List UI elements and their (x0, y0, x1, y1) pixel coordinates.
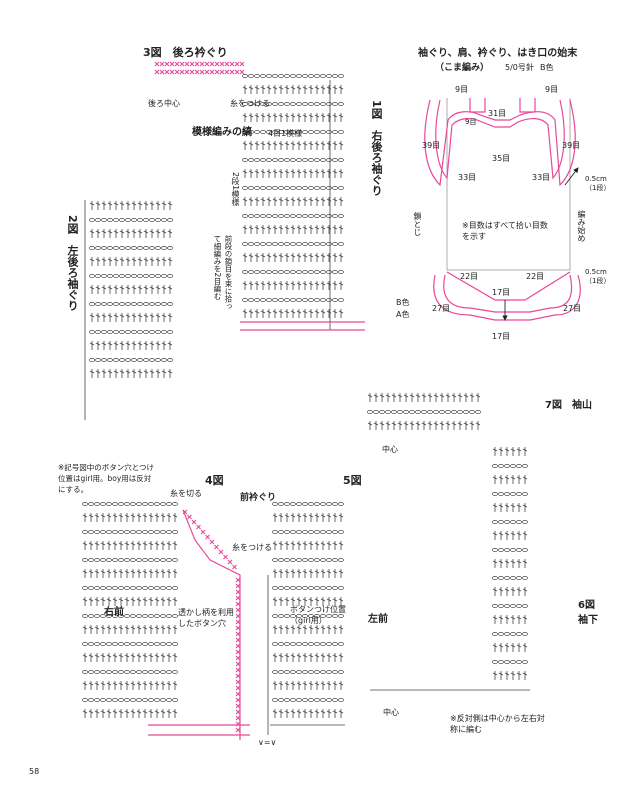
edging-dim-2: 0.5cm（1段） (585, 268, 611, 285)
fig6-note: ※反対側は中心から左右対称に編む (450, 714, 545, 734)
edging-count-1: 9目 (455, 85, 469, 94)
fig7-title: 7図 袖山 (545, 400, 592, 411)
fig2-left-back-chart (84, 200, 173, 420)
fig1-color-a: A色 (396, 310, 410, 319)
fig7-center: 中心 (382, 445, 398, 454)
fig4-right-front: 右前 (104, 607, 124, 618)
edging-title: 袖ぐり、肩、衿ぐり、はき口の始末 (418, 48, 578, 59)
edging-start: 編み始め (577, 210, 586, 242)
fig3-title: 3図 後ろ衿ぐり (143, 46, 228, 59)
edging-count-12: 17目 (492, 288, 511, 297)
edging-subtitle: （こま編み） (435, 63, 490, 73)
edging-note: ※目数はすべて拾い目数を示す (462, 221, 548, 241)
fig1-row-repeat: 2段1模様 (231, 172, 240, 207)
fig1-back-chart (154, 61, 365, 331)
page-number: 58 (29, 767, 40, 776)
edging-count-14: 27目 (432, 304, 451, 313)
edging-count-3: 9目 (545, 85, 559, 94)
fig1-color-b: B色 (396, 298, 410, 307)
fig4-subtitle: 前衿ぐり (240, 493, 277, 503)
fig1-note: 前段の鎖目を束に拾って細編みを2目編む (213, 235, 233, 310)
edging-count-4: 9目 (465, 118, 477, 126)
fig4-buttonhole: 透かし柄を利用したボタン穴 (178, 608, 234, 628)
fig5-button-pos: ボタンつけ位置（girl用） (290, 605, 346, 625)
fig4-note: ※記号図中のボタン穴とつけ位置はgirl用。boy用は反対にする。 (58, 463, 154, 494)
edging-count-5: 39目 (422, 141, 441, 150)
edging-count-11: 22目 (526, 272, 545, 281)
fig6-center: 中心 (383, 708, 399, 717)
edging-color: B色 (540, 63, 554, 72)
symbol-legend: ∨=∨ (258, 738, 277, 747)
fig2-title: 2図 左後ろ袖ぐり (66, 215, 79, 311)
edging-count-6: 39目 (562, 141, 581, 150)
edging-schematic (424, 98, 581, 321)
fig4-attach-yarn: 糸をつける (232, 543, 272, 552)
fig5-left-front-chart (267, 502, 345, 735)
fig4-cut-yarn: 糸を切る (170, 489, 202, 498)
fig1-repeat-label: 4目1模様 (268, 129, 303, 138)
fig4-right-front-chart (82, 502, 250, 740)
edging-count-15: 27目 (563, 304, 582, 313)
edging-count-10: 22目 (460, 272, 479, 281)
edging-count-13: 17目 (492, 332, 511, 341)
edging-count-2: 31目 (488, 109, 507, 118)
edging-chain-edge: 鎖とじ (413, 212, 422, 236)
fig4-title: 4図 (205, 474, 224, 487)
edging-count-8: 33目 (458, 173, 477, 182)
fig5-title: 5図 (343, 474, 362, 487)
fig1-pattern-label: 模様編みの縞 (192, 127, 252, 138)
fig3-center-label: 後ろ中心 (148, 99, 180, 108)
fig3-attach-yarn: 糸をつける (230, 99, 270, 108)
fig5-left-front: 左前 (368, 614, 388, 625)
edging-count-9: 33目 (532, 173, 551, 182)
fig1-title: 1図 右後ろ袖ぐり (370, 100, 383, 196)
edging-needle: 5/0号針 (505, 63, 534, 72)
fig7-sleeve-cap-chart (367, 392, 530, 691)
edging-count-7: 35目 (492, 154, 511, 163)
edging-dim-1: 0.5cm（1段） (585, 175, 611, 192)
fig6-title: 6図 袖下 (578, 600, 605, 626)
